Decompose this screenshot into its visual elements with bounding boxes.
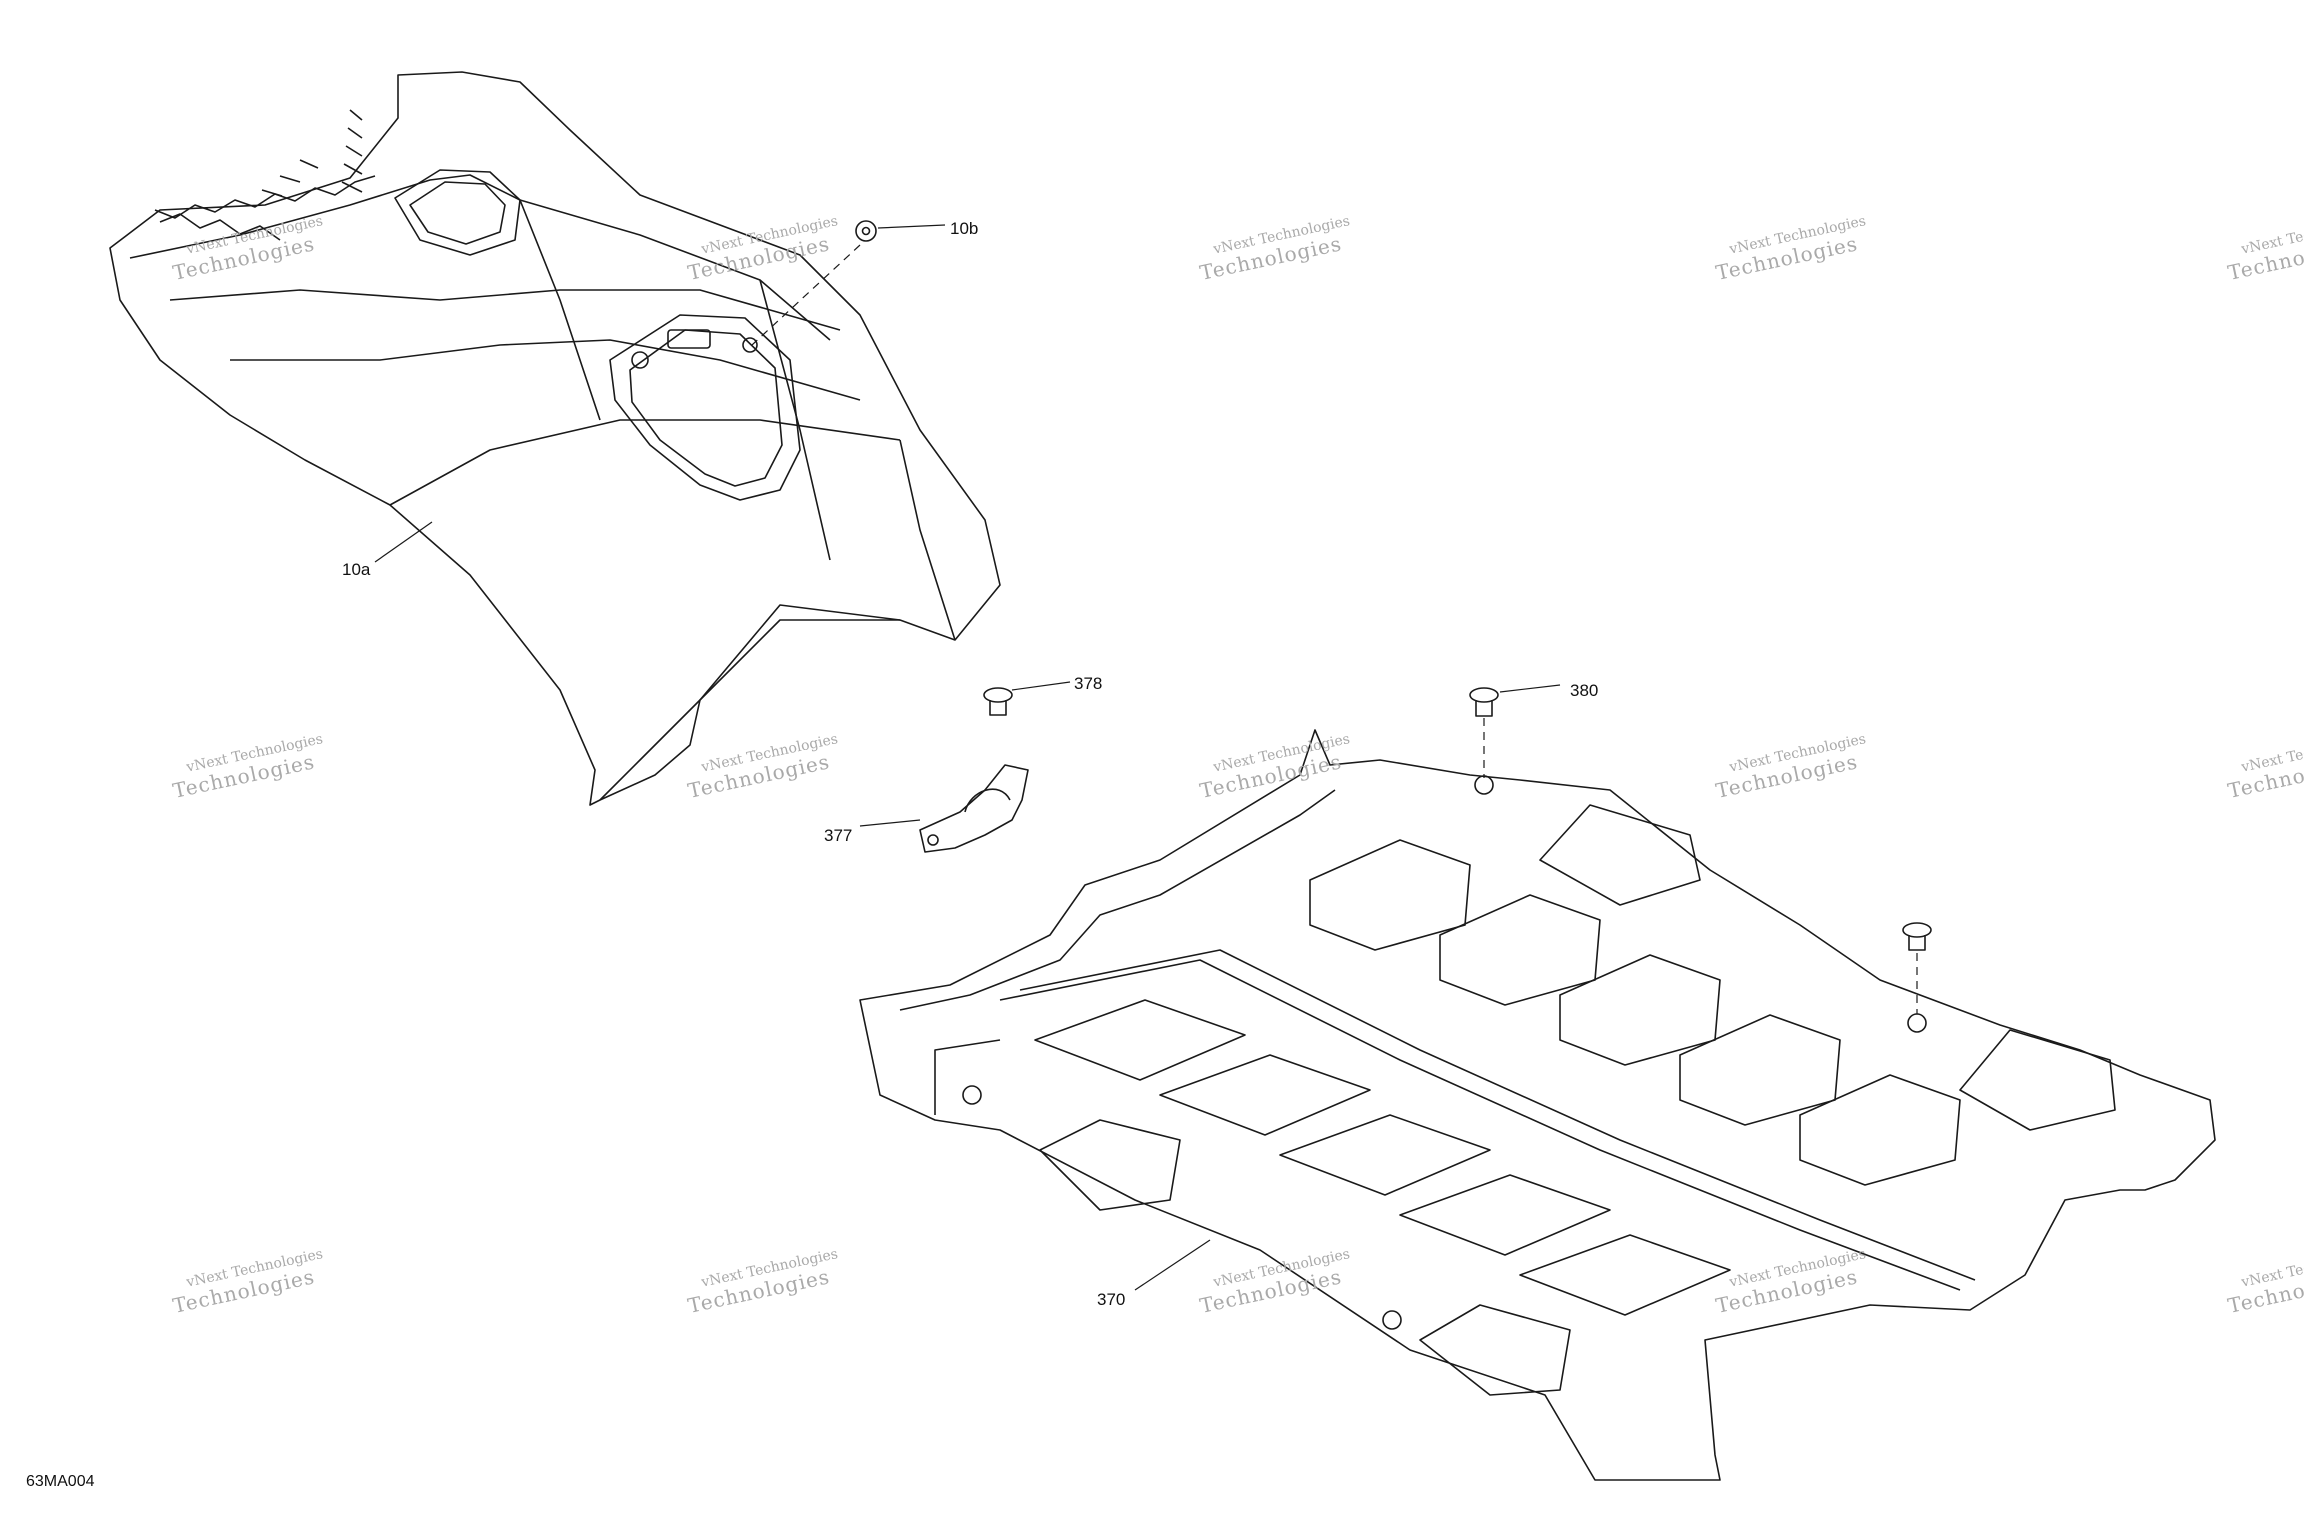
fastener-380 [1469,687,1499,717]
callout-380: 380 [1570,681,1599,700]
fastener-right [1902,922,1932,951]
callout-10a: 10a [342,560,371,579]
fastener-378 [983,687,1013,716]
callout-370: 370 [1097,1290,1126,1309]
part-370-skid-plate [859,729,2216,1481]
assembly-lines [751,244,1918,1014]
fastener-10b [855,220,877,242]
drawing-code: 63MA004 [26,1473,95,1490]
leader-lines [374,224,1561,1291]
callout-377: 377 [824,826,853,845]
part-10a-panel [109,71,1001,806]
callout-378: 378 [1074,674,1103,693]
part-377-clamp [919,764,1029,853]
callout-10b: 10b [950,219,979,238]
